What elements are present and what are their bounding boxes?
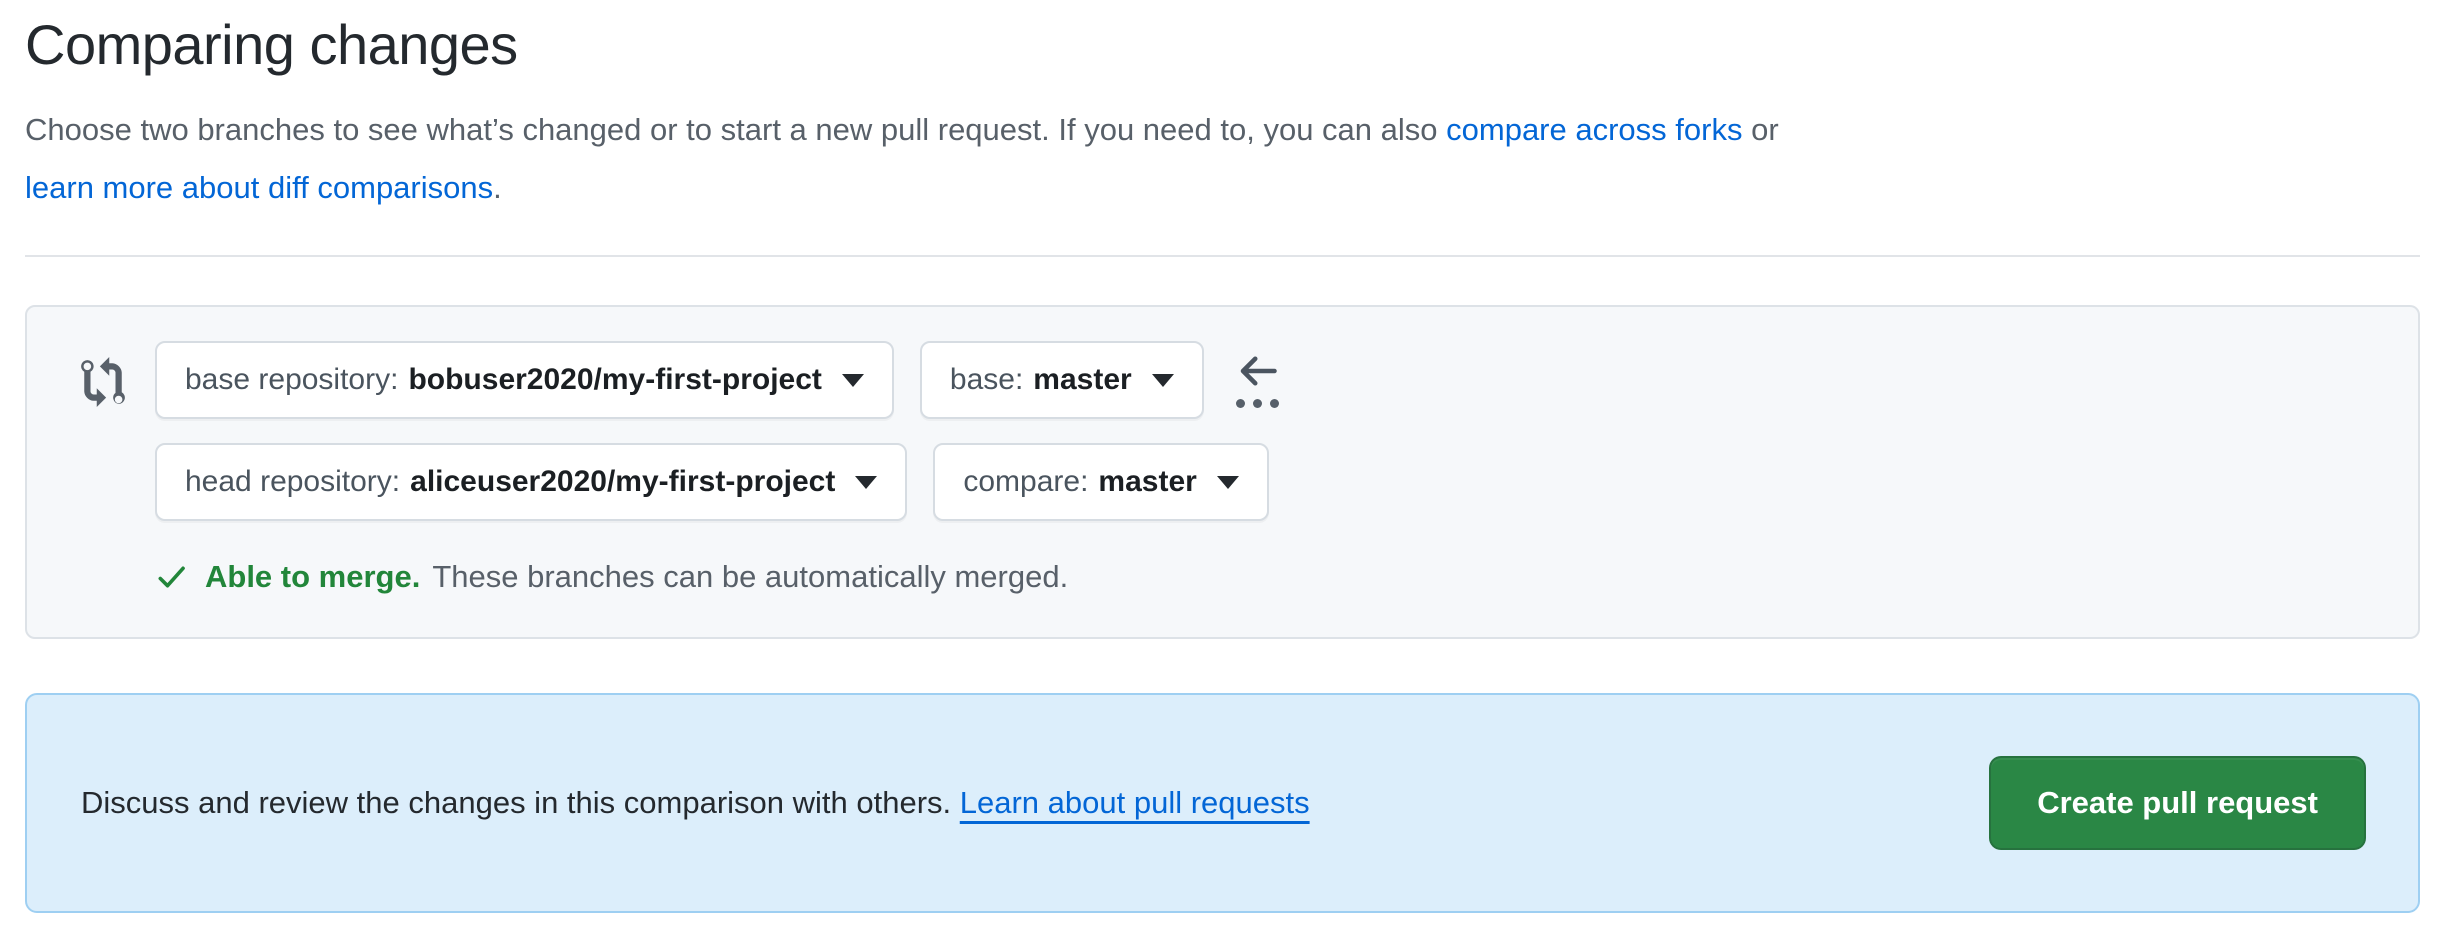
section-divider (25, 255, 2420, 257)
check-icon (158, 566, 185, 588)
head-row: head repository: aliceuser2020/my-first-… (155, 443, 1279, 521)
caret-down-icon (1216, 475, 1239, 489)
merge-status-message: These branches can be automatically merg… (432, 559, 1069, 594)
learn-about-pull-requests-link[interactable]: Learn about pull requests (959, 785, 1310, 820)
description-text-2: or (1742, 112, 1779, 147)
head-repository-value: aliceuser2020/my-first-project (410, 465, 836, 498)
base-repository-dropdown[interactable]: base repository: bobuser2020/my-first-pr… (155, 341, 894, 419)
merge-status-title: Able to merge. (205, 559, 421, 594)
base-branch-label: base: (949, 363, 1024, 396)
description-text-1: Choose two branches to see what’s change… (25, 112, 1447, 147)
ellipsis-dots (1235, 398, 1279, 408)
compare-branch-dropdown[interactable]: compare: master (933, 443, 1269, 521)
banner-message: Discuss and review the changes in this c… (81, 785, 960, 820)
base-repository-value: bobuser2020/my-first-project (408, 363, 822, 396)
base-row: base repository: bobuser2020/my-first-pr… (155, 341, 1279, 419)
base-branch-dropdown[interactable]: base: master (919, 341, 1204, 419)
learn-diff-comparisons-link[interactable]: learn more about diff comparisons (25, 170, 494, 205)
compare-page: Comparing changes Choose two branches to… (25, 13, 2420, 913)
arrow-left-icon (1240, 355, 1277, 386)
pull-request-banner: Discuss and review the changes in this c… (25, 693, 2420, 913)
compare-branch-label: compare: (963, 465, 1089, 498)
create-pull-request-button[interactable]: Create pull request (1989, 756, 2366, 850)
page-title: Comparing changes (25, 13, 518, 76)
compare-branch-value: master (1098, 465, 1197, 498)
caret-down-icon (855, 475, 878, 489)
merge-status: Able to merge. These branches can be aut… (155, 559, 1279, 595)
compare-across-forks-link[interactable]: compare across forks (1446, 112, 1743, 147)
base-repository-label: base repository: (185, 363, 399, 396)
head-repository-dropdown[interactable]: head repository: aliceuser2020/my-first-… (155, 443, 908, 521)
page-description: Choose two branches to see what’s change… (25, 101, 2420, 217)
banner-text: Discuss and review the changes in this c… (81, 785, 1310, 821)
branch-selector-box: base repository: bobuser2020/my-first-pr… (25, 305, 2420, 639)
compare-direction-indicator (1235, 353, 1279, 408)
branch-selector-rows: base repository: bobuser2020/my-first-pr… (155, 341, 1279, 595)
git-compare-icon (81, 357, 125, 412)
description-text-3: . (493, 170, 502, 205)
head-repository-label: head repository: (185, 465, 401, 498)
base-branch-value: master (1033, 363, 1132, 396)
caret-down-icon (841, 373, 864, 387)
caret-down-icon (1151, 373, 1174, 387)
